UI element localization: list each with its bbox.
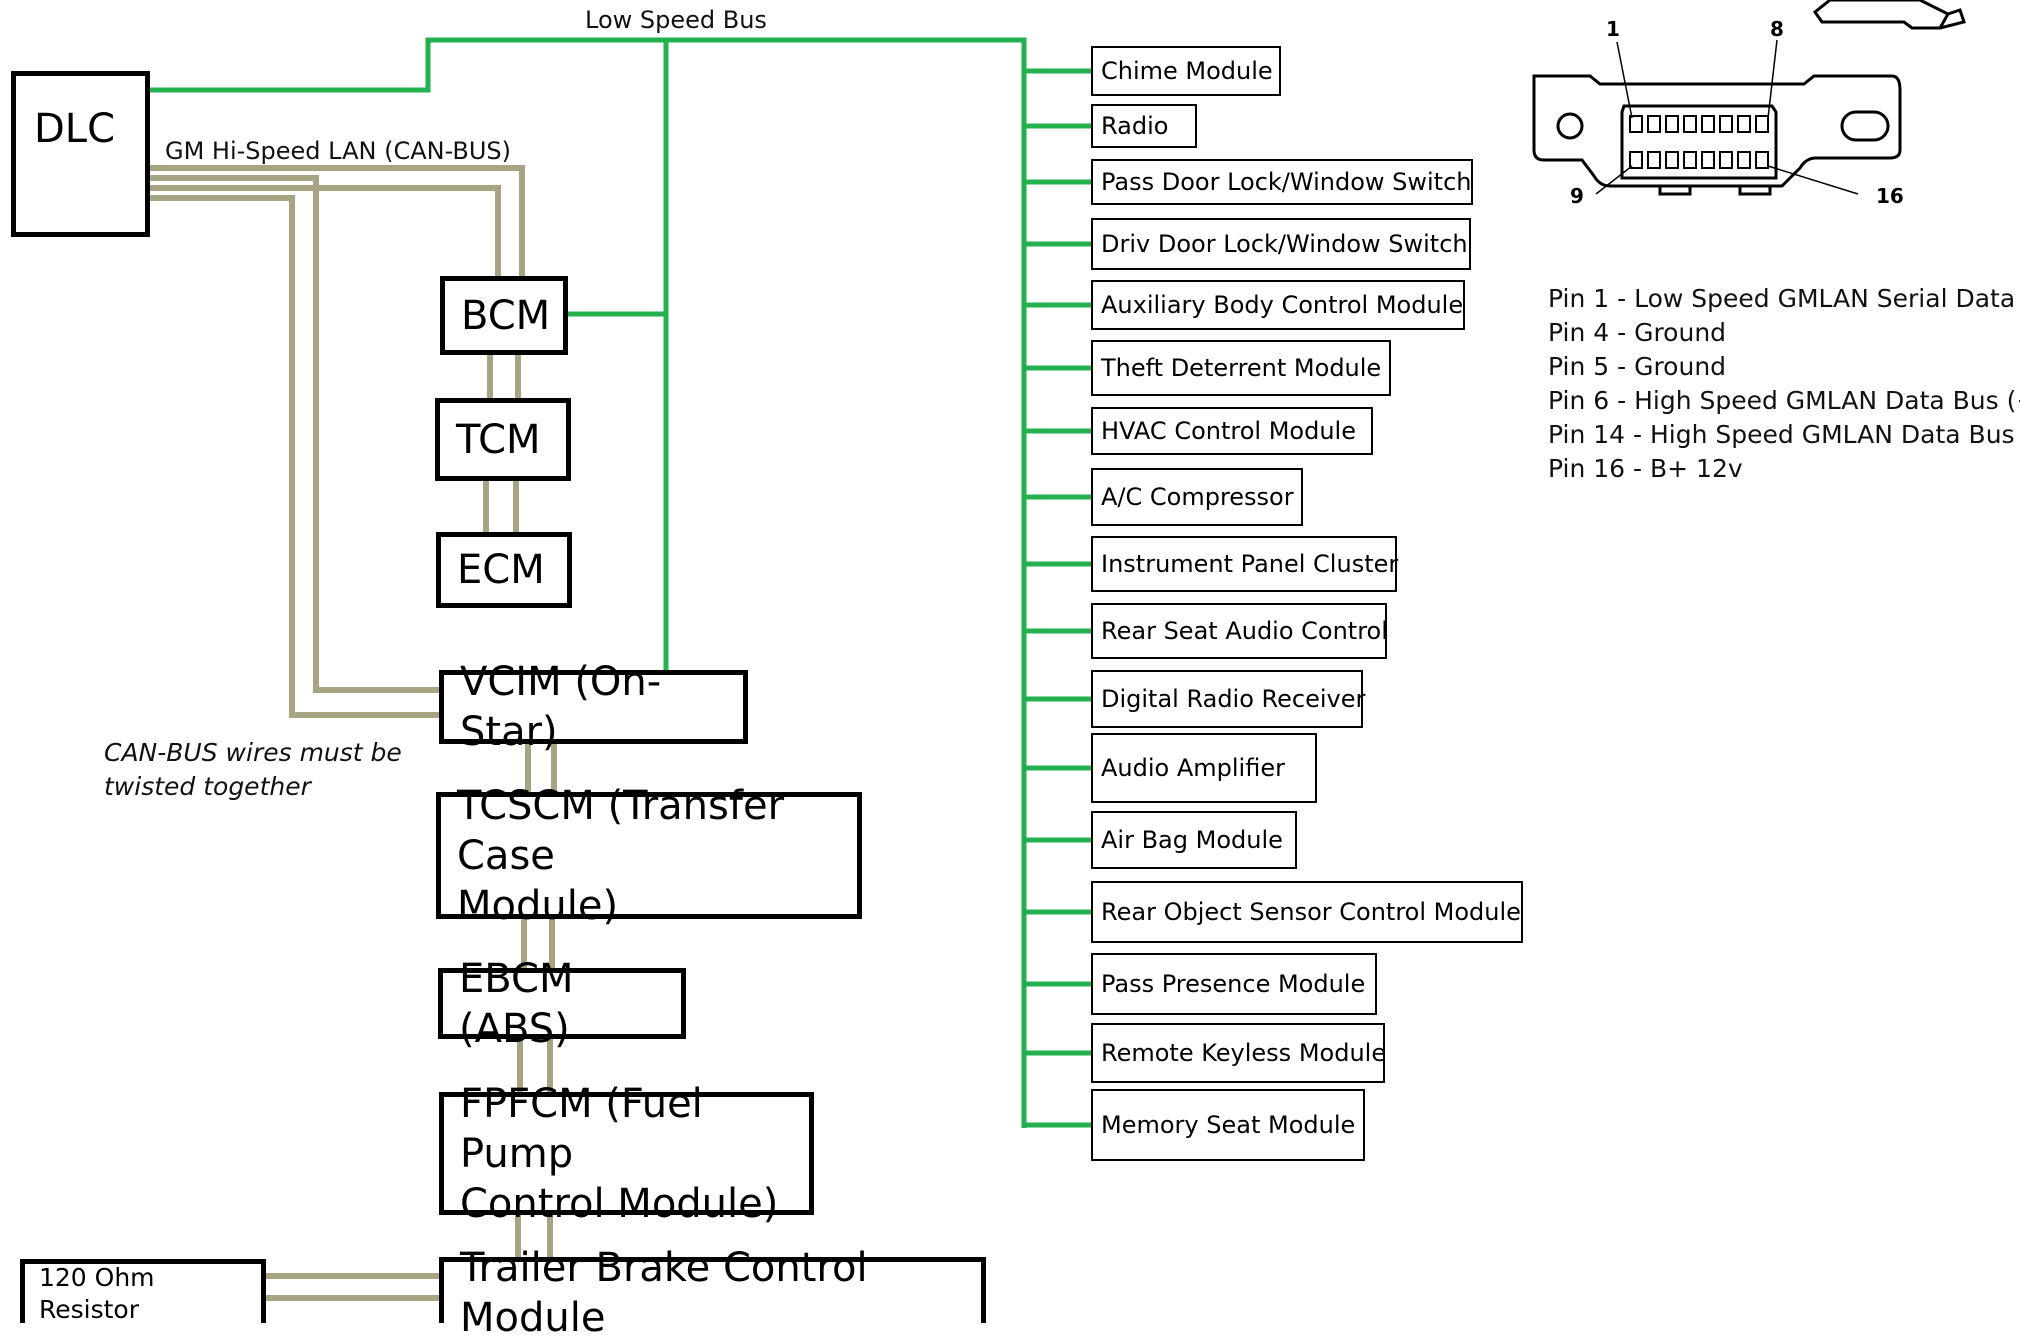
can-pair-dlc-bcm-b [148,185,501,277]
connector-pin [1701,115,1715,133]
connector-pin [1683,115,1697,133]
module-audio-amplifier: Audio Amplifier [1091,733,1317,803]
pin9-leader [1595,165,1633,195]
connector-pin [1629,115,1643,133]
vcim-label: VCIM (On-Star) [460,659,662,755]
mount-hole-right [1840,110,1890,142]
hi-speed-lan-label: GM Hi-Speed LAN (CAN-BUS) [165,137,512,165]
rear-latch-2 [1738,184,1772,196]
module-digital-radio-receiver: Digital Radio Receiver [1091,670,1365,728]
low-speed-bus-label: Low Speed Bus [585,6,767,34]
connector-pin [1701,151,1715,169]
module-pass-presence-module: Pass Presence Module [1091,953,1377,1015]
pin-cavity [1620,104,1778,180]
module-chime-module: Chime Module [1091,46,1281,96]
pin8-leader [1767,39,1778,119]
module-rear-object-sensor-control-module: Rear Object Sensor Control Module [1091,881,1523,943]
connector-pin [1755,151,1769,169]
connector-pin [1719,115,1733,133]
dlc-box: DLC [11,71,150,237]
module-pass-door-lock-window-switch: Pass Door Lock/Window Switch [1091,159,1473,205]
module-instrument-panel-cluster: Instrument Panel Cluster [1091,536,1398,592]
connector-pin [1629,151,1643,169]
module-a-c-compressor: A/C Compressor [1091,468,1303,526]
pin-number-16: 16 [1876,184,1904,208]
pin-number-9: 9 [1570,184,1584,208]
connector-pins [1629,115,1769,169]
fpfcm-box: FPFCM (Fuel Pump Control Module) [439,1081,814,1227]
pin1-leader [1616,41,1633,119]
can-pair-dlc-vcim-b [148,195,443,718]
rear-latch-1 [1658,184,1692,196]
fpfcm-label-line1: FPFCM (Fuel Pump [460,1080,703,1177]
module-hvac-control-module: HVAC Control Module [1091,407,1373,455]
connector-pin [1755,115,1769,133]
module-rear-seat-audio-control: Rear Seat Audio Control [1091,603,1388,659]
pinout-item: Pin 6 - High Speed GMLAN Data Bus (+) [1548,386,2020,415]
resistor-box: 120 Ohm Resistor [20,1259,266,1324]
vcim-box: VCIM (On-Star) [439,659,748,755]
connector-pin [1665,151,1679,169]
pinout-item: Pin 16 - B+ 12v [1548,454,1743,483]
connector-pin [1665,115,1679,133]
pin-number-1: 1 [1606,17,1620,41]
fpfcm-label-line2: Control Module) [460,1180,779,1227]
connector-pin [1647,115,1661,133]
module-remote-keyless-module: Remote Keyless Module [1091,1023,1386,1083]
can-bus-wires [148,165,557,1301]
bcm-box: BCM [440,276,568,355]
bcm-label: BCM [461,292,551,339]
connector-pin [1647,151,1661,169]
tcscm-label-line1: TCSCM (Transfer Case [457,782,785,879]
pinout-item: Pin 4 - Ground [1548,318,1727,347]
pinout-item: Pin 14 - High Speed GMLAN Data Bus (-) [1548,420,2020,449]
module-auxiliary-body-control-module: Auxiliary Body Control Module [1091,280,1465,330]
ecm-box: ECM [436,532,572,608]
plug-tip [1939,8,1966,30]
connector-pin [1683,151,1697,169]
trailer-brake-box: Trailer Brake Control Module [439,1245,986,1341]
ebcm-label: EBCM (ABS) [459,955,574,1052]
module-branches [1024,68,1092,1128]
module-radio: Radio [1091,104,1197,148]
can-bus-note: CAN-BUS wires must be twisted together [104,736,402,804]
module-driv-door-lock-window-switch: Driv Door Lock/Window Switch [1091,218,1471,270]
pinout-list: Pin 1 - Low Speed GMLAN Serial Data Pin … [1548,282,2020,486]
ecm-label: ECM [457,547,545,593]
pinout-item: Pin 5 - Ground [1548,352,1727,381]
tcscm-box: TCSCM (Transfer Case Module) [436,783,862,929]
module-memory-seat-module: Memory Seat Module [1091,1089,1365,1161]
connector-pin [1719,151,1733,169]
plug-sketch [1812,0,1951,30]
connector-shell [1532,74,1902,188]
low-speed-bus-trunk [148,37,1027,1128]
can-pair-dlc-vcim-a [148,175,443,693]
ebcm-box: EBCM (ABS) [438,956,686,1052]
tcscm-label-line2: Module) [457,882,619,929]
pin-number-8: 8 [1770,17,1784,41]
connector-pin [1737,115,1751,133]
mount-hole-left [1556,112,1584,140]
trailer-brake-label: Trailer Brake Control Module [460,1244,868,1341]
pin16-leader [1767,165,1859,195]
can-pair-dlc-bcm-a [148,165,525,277]
module-air-bag-module: Air Bag Module [1091,811,1297,869]
module-theft-deterrent-module: Theft Deterrent Module [1091,340,1391,396]
pinout-item: Pin 1 - Low Speed GMLAN Serial Data [1548,284,2016,313]
can-bus-note-line2: twisted together [104,772,311,801]
can-bus-note-line1: CAN-BUS wires must be [104,738,402,767]
obd2-connector-icon: 1 8 9 16 [1532,0,1966,208]
connector-pin [1737,151,1751,169]
tcm-box: TCM [435,398,571,481]
tcm-label: TCM [456,416,541,463]
dlc-label: DLC [34,106,116,152]
low-speed-bus-wires [148,37,1092,1128]
resistor-label: 120 Ohm Resistor [39,1263,155,1324]
